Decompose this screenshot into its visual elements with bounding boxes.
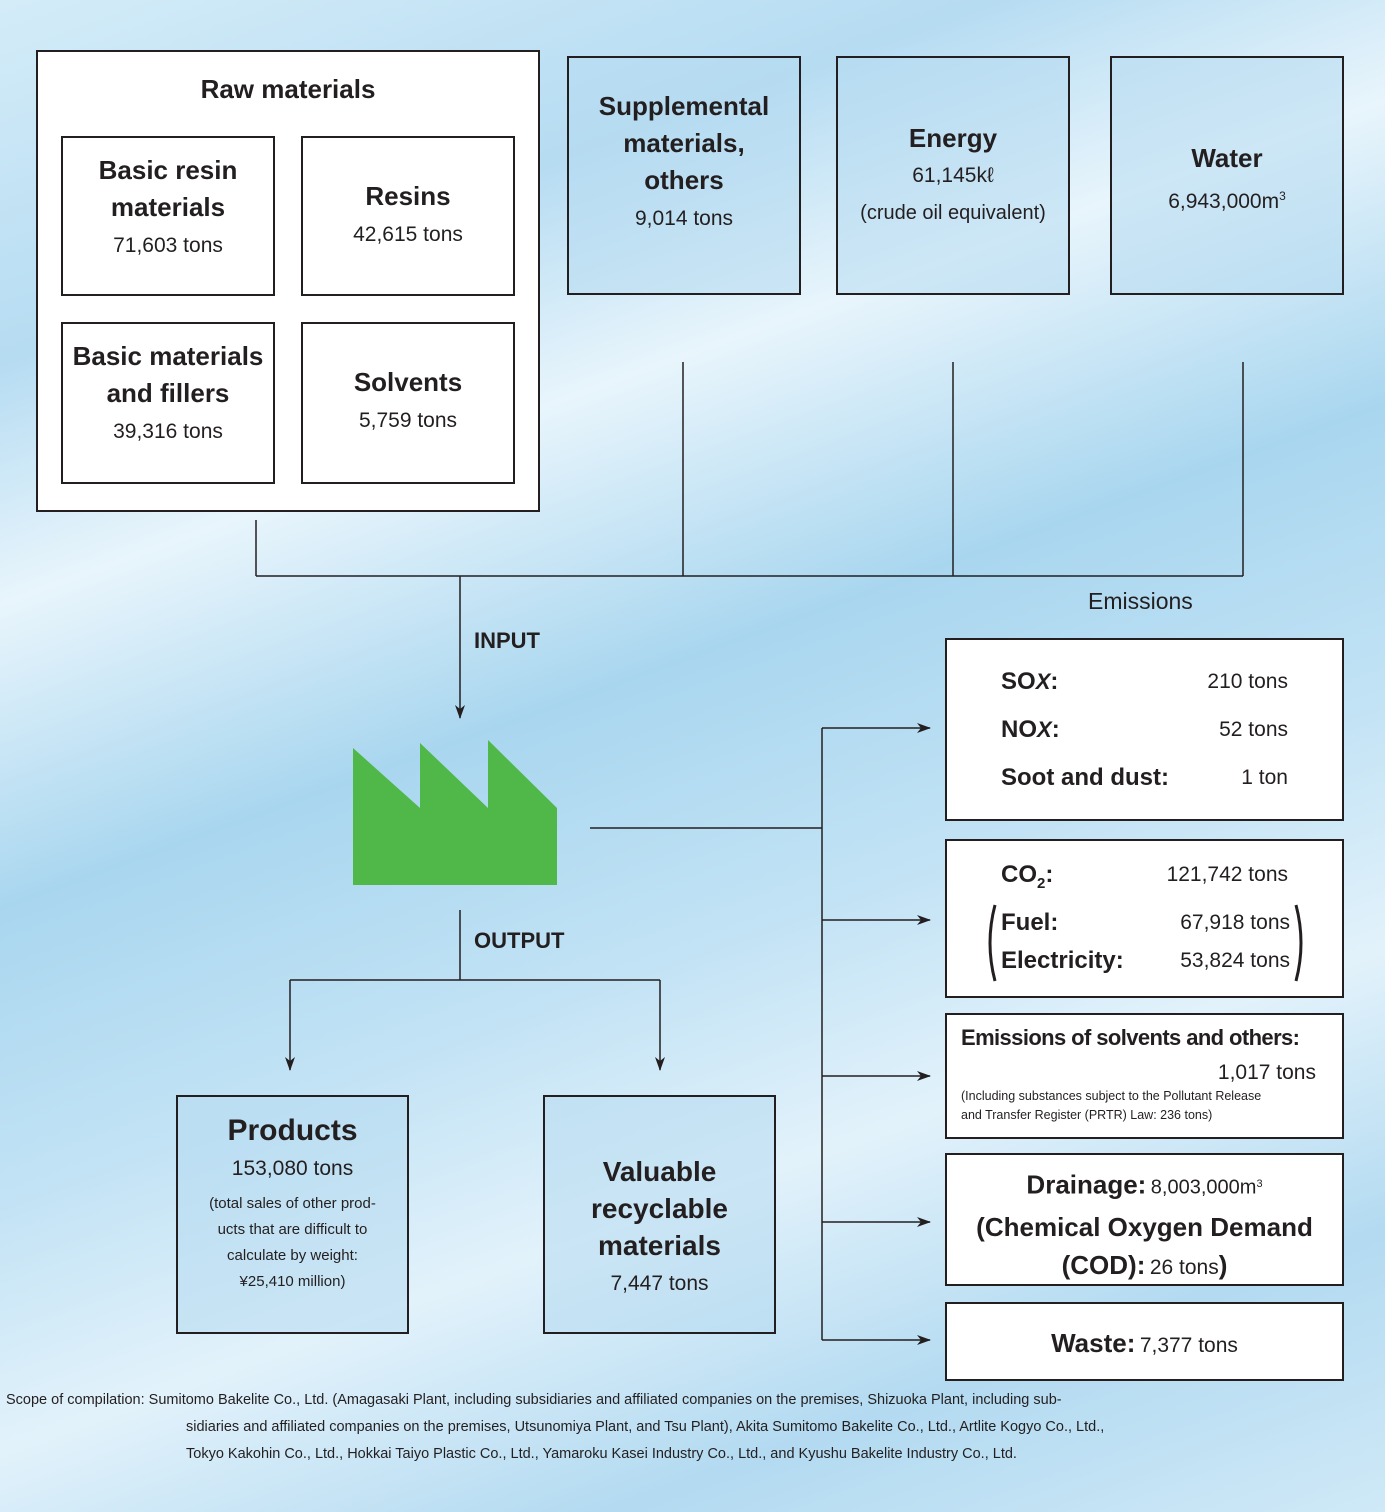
co2-emissions-box: CO2: 121,742 tons Fuel: 67,918 tons Elec… bbox=[945, 839, 1344, 998]
supplemental-value: 9,014 tons bbox=[634, 207, 734, 230]
scope-line-3: Tokyo Kakohin Co., Ltd., Hokkai Taiyo Pl… bbox=[186, 1446, 1017, 1462]
recyclable-label-3: materials bbox=[598, 1230, 721, 1261]
nox-value: 52 tons bbox=[1219, 718, 1288, 741]
scope-line-2: sidiaries and affiliated companies on th… bbox=[186, 1419, 1105, 1435]
co2-value: 121,742 tons bbox=[1166, 863, 1288, 886]
solvents-value: 5,759 tons bbox=[358, 409, 458, 432]
products-label: Products bbox=[227, 1114, 358, 1147]
products-note-2: ucts that are difficult to bbox=[217, 1221, 368, 1238]
solvent-emissions-value: 1,017 tons bbox=[1217, 1061, 1316, 1084]
recyclable-label-2: recyclable bbox=[591, 1193, 728, 1224]
sox-value: 210 tons bbox=[1207, 670, 1288, 693]
cod-close: ) bbox=[1218, 1250, 1228, 1281]
co2-label: CO bbox=[1001, 861, 1037, 888]
products-value: 153,080 tons bbox=[231, 1157, 354, 1180]
solvent-emissions-box: Emissions of solvents and others: 1,017 … bbox=[945, 1013, 1344, 1139]
right-paren-icon bbox=[1294, 904, 1303, 982]
electricity-label: Electricity: bbox=[1001, 947, 1124, 974]
products-note-3: calculate by weight: bbox=[227, 1247, 358, 1264]
water-label: Water bbox=[1191, 143, 1263, 173]
recyclable-value: 7,447 tons bbox=[610, 1272, 709, 1295]
waste-label: Waste: bbox=[1051, 1328, 1136, 1358]
drainage-label: Drainage: bbox=[1026, 1169, 1147, 1200]
waste-value: 7,377 tons bbox=[1139, 1334, 1238, 1357]
fuel-value: 67,918 tons bbox=[1180, 911, 1290, 934]
basic-resin-label: Basic resin bbox=[98, 155, 238, 185]
drainage-value: 8,003,000m bbox=[1150, 1176, 1257, 1199]
water-unit-sup: 3 bbox=[1279, 189, 1286, 203]
basic-fillers-label-2: and fillers bbox=[106, 378, 230, 408]
recyclable-box: Valuable recyclable materials 7,447 tons bbox=[543, 1095, 776, 1334]
supplemental-label-2: materials, bbox=[623, 128, 745, 158]
fuel-label: Fuel: bbox=[1001, 909, 1059, 936]
soot-value: 1 ton bbox=[1241, 766, 1288, 789]
solvents-box: Solvents 5,759 tons bbox=[301, 322, 515, 484]
energy-value: 61,145kℓ bbox=[912, 164, 994, 187]
products-box: Products 153,080 tons (total sales of ot… bbox=[176, 1095, 409, 1334]
sox-label: SO bbox=[1001, 668, 1036, 695]
solvent-emissions-label: Emissions of solvents and others: bbox=[961, 1025, 1300, 1050]
output-label: OUTPUT bbox=[474, 928, 565, 953]
basic-fillers-box: Basic materials and fillers 39,316 tons bbox=[61, 322, 275, 484]
energy-label: Energy bbox=[908, 123, 998, 153]
left-paren-icon bbox=[988, 904, 997, 982]
supplemental-label-3: others bbox=[644, 165, 724, 195]
water-value: 6,943,000m bbox=[1168, 190, 1280, 213]
air-emissions-box: SOX: 210 tons NOX: 52 tons Soot and dust… bbox=[945, 638, 1344, 821]
sox-sub: X bbox=[1035, 669, 1051, 694]
nox-label: NO bbox=[1001, 716, 1037, 743]
solvents-label: Solvents bbox=[353, 367, 463, 397]
resins-value: 42,615 tons bbox=[353, 223, 463, 246]
soot-label: Soot and dust: bbox=[1001, 764, 1169, 791]
basic-resin-value: 71,603 tons bbox=[113, 234, 223, 257]
resins-label: Resins bbox=[365, 181, 451, 211]
drainage-unit-sup: 3 bbox=[1256, 1178, 1263, 1190]
products-note-4: ¥25,410 million) bbox=[239, 1273, 346, 1290]
co2-sub: 2 bbox=[1037, 874, 1046, 892]
solvent-emissions-note-2: and Transfer Register (PRTR) Law: 236 to… bbox=[961, 1108, 1213, 1122]
raw-materials-panel: Raw materials Basic resin materials 71,6… bbox=[36, 50, 540, 512]
basic-fillers-value: 39,316 tons bbox=[113, 420, 223, 443]
energy-note: (crude oil equivalent) bbox=[860, 202, 1046, 224]
recyclable-label: Valuable bbox=[602, 1156, 717, 1187]
energy-box: Energy 61,145kℓ (crude oil equivalent) bbox=[836, 56, 1070, 295]
nox-sub: X bbox=[1037, 717, 1052, 742]
products-note-1: (total sales of other prod- bbox=[209, 1195, 376, 1212]
cod-value: 26 tons bbox=[1149, 1256, 1219, 1280]
raw-materials-title: Raw materials bbox=[200, 74, 376, 104]
factory-icon bbox=[353, 740, 557, 885]
emissions-heading: Emissions bbox=[1088, 588, 1193, 614]
basic-resin-label-2: materials bbox=[110, 192, 226, 222]
input-label: INPUT bbox=[474, 628, 540, 653]
supplemental-label: Supplemental bbox=[598, 91, 770, 121]
scope-footnote: Scope of compilation: Sumitomo Bakelite … bbox=[6, 1387, 1104, 1468]
cod-label: (Chemical Oxygen Demand bbox=[976, 1212, 1313, 1243]
basic-fillers-label: Basic materials bbox=[72, 341, 264, 371]
waste-box: Waste: 7,377 tons bbox=[945, 1302, 1344, 1381]
supplemental-box: Supplemental materials, others 9,014 ton… bbox=[567, 56, 801, 295]
electricity-value: 53,824 tons bbox=[1180, 949, 1290, 972]
resins-box: Resins 42,615 tons bbox=[301, 136, 515, 296]
scope-line-1: Scope of compilation: Sumitomo Bakelite … bbox=[6, 1392, 1062, 1408]
cod-label-2: (COD): bbox=[1061, 1250, 1146, 1281]
solvent-emissions-note-1: (Including substances subject to the Pol… bbox=[961, 1089, 1262, 1103]
basic-resin-box: Basic resin materials 71,603 tons bbox=[61, 136, 275, 296]
water-box: Water 6,943,000m3 bbox=[1110, 56, 1344, 295]
drainage-box: Drainage: 8,003,000m3 (Chemical Oxygen D… bbox=[945, 1153, 1344, 1286]
